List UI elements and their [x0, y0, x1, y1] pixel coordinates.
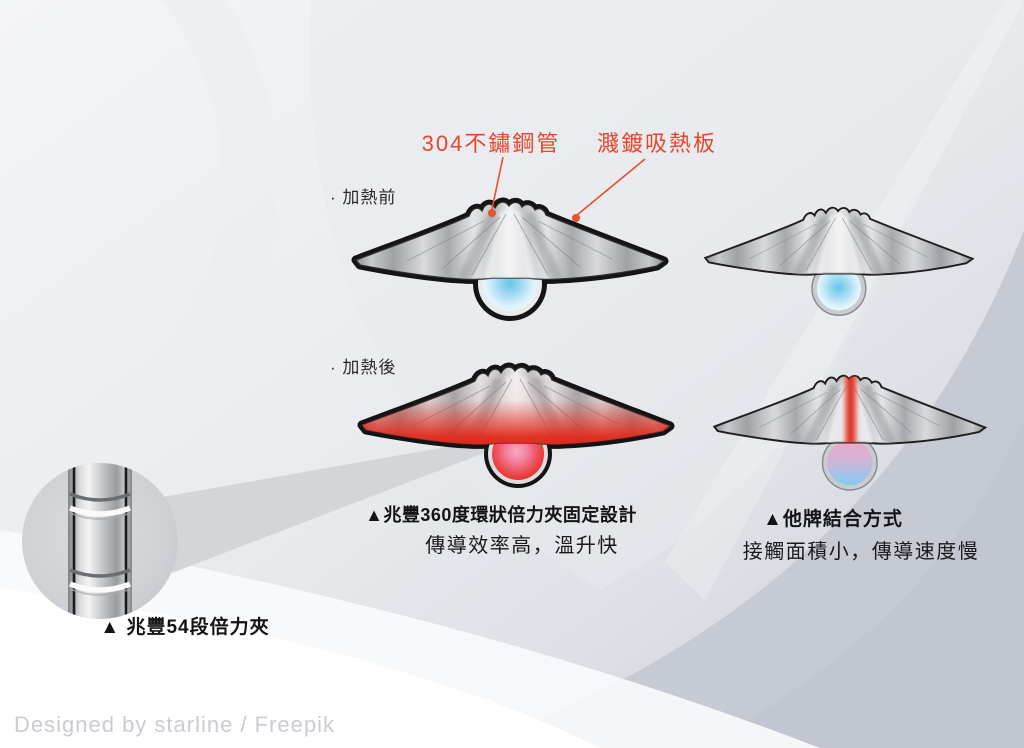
segment-divider [68, 568, 132, 596]
diagram-before-mf [356, 202, 664, 321]
caption-other-title: ▲他牌結合方式 [763, 509, 903, 530]
tube-half-heated [827, 440, 873, 486]
label-sputter-plate: 濺鍍吸熱板 [596, 131, 718, 156]
caption-mf-subtitle: 傳導效率高，溫升快 [425, 535, 619, 557]
diagram-after-other [713, 374, 987, 491]
magnifier-circle [22, 463, 178, 619]
segment-divider [68, 492, 132, 520]
caption-magnifier-label: ▲ 兆豐54段倍力夾 [100, 617, 270, 638]
diagram-before-other [704, 206, 974, 316]
label-after-heating: · 加熱後 [330, 358, 397, 377]
caption-other-subtitle: 接觸面積小，傳導速度慢 [742, 541, 980, 563]
magnifier-beam [163, 441, 487, 573]
tube-cool [816, 266, 862, 311]
heat-stripe-overlay [841, 375, 860, 444]
label-steel-tube: 304不鏽鋼管 [421, 131, 561, 156]
caption-mf-title: ▲兆豐360度環狀倍力夾固定設計 [365, 505, 637, 525]
leader-dot [572, 214, 580, 222]
leader-lines [488, 156, 646, 222]
leader-dot [488, 209, 496, 217]
designer-credit: Designed by starline / Freepik [14, 712, 336, 737]
label-before-heating: · 加熱前 [330, 188, 397, 207]
